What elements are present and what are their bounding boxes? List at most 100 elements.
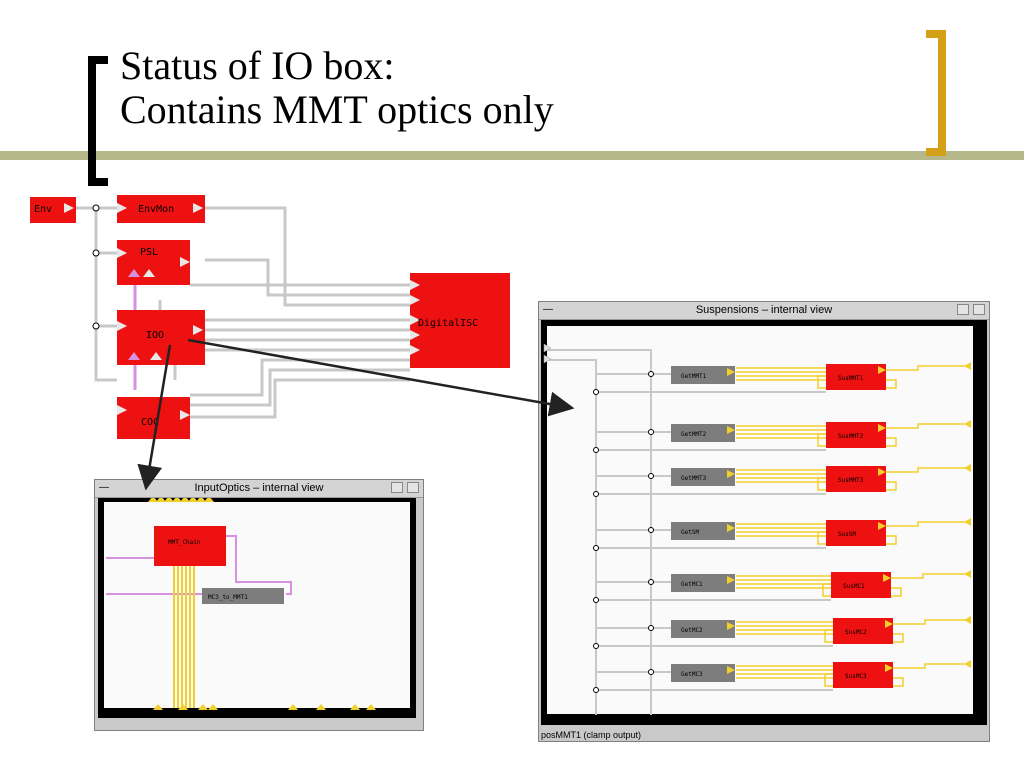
get-block-port <box>727 368 735 376</box>
get-block-label: GetMC1 <box>681 581 703 588</box>
suspension-row: GetMMT2 SusMMT2 <box>593 420 971 453</box>
row-yellow-wire <box>886 365 971 371</box>
input-optics-window[interactable]: InputOptics – internal view — <box>94 479 424 731</box>
get-block-port <box>727 622 735 630</box>
sus-block-port <box>885 620 893 628</box>
block-envmon[interactable]: EnvMon <box>117 195 205 223</box>
get-block-label: GetMC3 <box>681 671 703 678</box>
get-block[interactable]: GetMC3 <box>671 664 735 682</box>
suspension-row: GetMMT1 SusMMT1 <box>593 362 971 395</box>
row-yellow-wire <box>893 619 971 625</box>
row-junction <box>593 597 599 603</box>
row-junction <box>648 527 654 533</box>
get-block-body <box>671 574 735 592</box>
block-digitalisc[interactable]: DigitalISC <box>410 273 510 368</box>
sus-block-body <box>826 466 886 492</box>
suspension-row: GetMMT3 SusMMT3 <box>593 464 971 497</box>
sus-block-port <box>878 522 886 530</box>
sus-block-body <box>833 662 893 688</box>
sus-block[interactable]: SusSM <box>826 520 886 546</box>
block-ioo[interactable]: IOO <box>117 310 205 365</box>
block-env-label: Env <box>34 204 52 215</box>
suspensions-window-titlebar[interactable]: Suspensions – internal view <box>539 302 989 320</box>
block-mmt-chain-label: MMT_Chain <box>168 539 201 546</box>
row-out-port <box>964 362 971 370</box>
input-optics-canvas: MMT_Chain MC3_to_MMT1 <box>98 498 416 718</box>
block-coc[interactable]: COC <box>117 397 190 439</box>
block-mc3-to-mmt1[interactable]: MC3_to_MMT1 <box>202 588 284 604</box>
window-menu-icon[interactable]: — <box>99 482 109 493</box>
sus-block-label: SusMC3 <box>845 673 867 680</box>
sus-block-label: SusMC2 <box>845 629 867 636</box>
window-menu-icon[interactable]: — <box>543 304 553 315</box>
get-block-label: GetMC2 <box>681 627 703 634</box>
get-block[interactable]: GetMMT1 <box>671 366 735 384</box>
right-bracket <box>926 30 946 156</box>
minimize-icon[interactable] <box>391 482 403 493</box>
sus-block-label: SusMMT1 <box>838 375 864 382</box>
get-block-body <box>671 620 735 638</box>
row-out-port <box>964 420 971 428</box>
get-block[interactable]: GetMMT2 <box>671 424 735 442</box>
get-block-body <box>671 366 735 384</box>
row-junction <box>648 669 654 675</box>
get-block-label: GetMMT1 <box>681 373 707 380</box>
block-digitalisc-label: DigitalISC <box>418 318 478 329</box>
sus-block-body <box>833 618 893 644</box>
suspension-row: GetMC3 SusMC3 <box>593 660 971 693</box>
sus-block[interactable]: SusMMT2 <box>826 422 886 448</box>
get-block[interactable]: GetMC1 <box>671 574 735 592</box>
row-yellow-wire <box>886 423 971 429</box>
junctions <box>92 204 100 330</box>
sus-block-body <box>826 422 886 448</box>
row-junction <box>593 491 599 497</box>
row-out-port <box>964 518 971 526</box>
slide-decoration <box>0 30 1024 186</box>
slide-title: Status of IO box: Contains MMT optics on… <box>120 44 554 132</box>
get-block-port <box>727 524 735 532</box>
row-yellow-wire <box>886 521 971 527</box>
row-yellow-wire <box>886 467 971 473</box>
row-junction <box>648 371 654 377</box>
block-env[interactable]: Env <box>30 197 76 223</box>
row-out-port <box>964 570 971 578</box>
maximize-icon[interactable] <box>407 482 419 493</box>
top-block-diagram: Env EnvMon PSL IOO COC DigitalISC <box>30 195 510 439</box>
sus-block[interactable]: SusMC2 <box>833 618 893 644</box>
minimize-icon[interactable] <box>957 304 969 315</box>
row-out-port <box>964 464 971 472</box>
block-mc3-to-mmt1-label: MC3_to_MMT1 <box>208 594 248 601</box>
row-junction <box>648 429 654 435</box>
row-junction <box>648 473 654 479</box>
olive-rule <box>0 151 1024 160</box>
input-optics-window-title: InputOptics – internal view <box>194 482 324 494</box>
get-block-body <box>671 424 735 442</box>
row-junction <box>648 579 654 585</box>
maximize-icon[interactable] <box>973 304 985 315</box>
row-out-port <box>964 616 971 624</box>
sus-block-port <box>878 424 886 432</box>
input-optics-window-titlebar[interactable]: InputOptics – internal view <box>95 480 423 498</box>
get-block[interactable]: GetMC2 <box>671 620 735 638</box>
sus-block-body <box>826 520 886 546</box>
block-psl[interactable]: PSL <box>117 240 190 285</box>
get-block[interactable]: GetSM <box>671 522 735 540</box>
block-coc-label: COC <box>141 417 159 428</box>
row-out-port <box>964 660 971 668</box>
sus-block[interactable]: SusMC1 <box>831 572 891 598</box>
sus-block[interactable]: SusMMT1 <box>826 364 886 390</box>
sus-block[interactable]: SusMMT3 <box>826 466 886 492</box>
sus-block[interactable]: SusMC3 <box>833 662 893 688</box>
get-block-label: GetSM <box>681 529 699 536</box>
get-block-port <box>727 576 735 584</box>
suspension-row: GetSM SusSM <box>593 518 971 551</box>
title-line-1: Status of IO box: <box>120 43 395 88</box>
title-line-2: Contains MMT optics only <box>120 87 554 132</box>
get-block-port <box>727 426 735 434</box>
get-block[interactable]: GetMMT3 <box>671 468 735 486</box>
sus-block-label: SusMC1 <box>843 583 865 590</box>
row-junction <box>593 545 599 551</box>
block-mmt-chain[interactable]: MMT_Chain <box>154 526 226 566</box>
